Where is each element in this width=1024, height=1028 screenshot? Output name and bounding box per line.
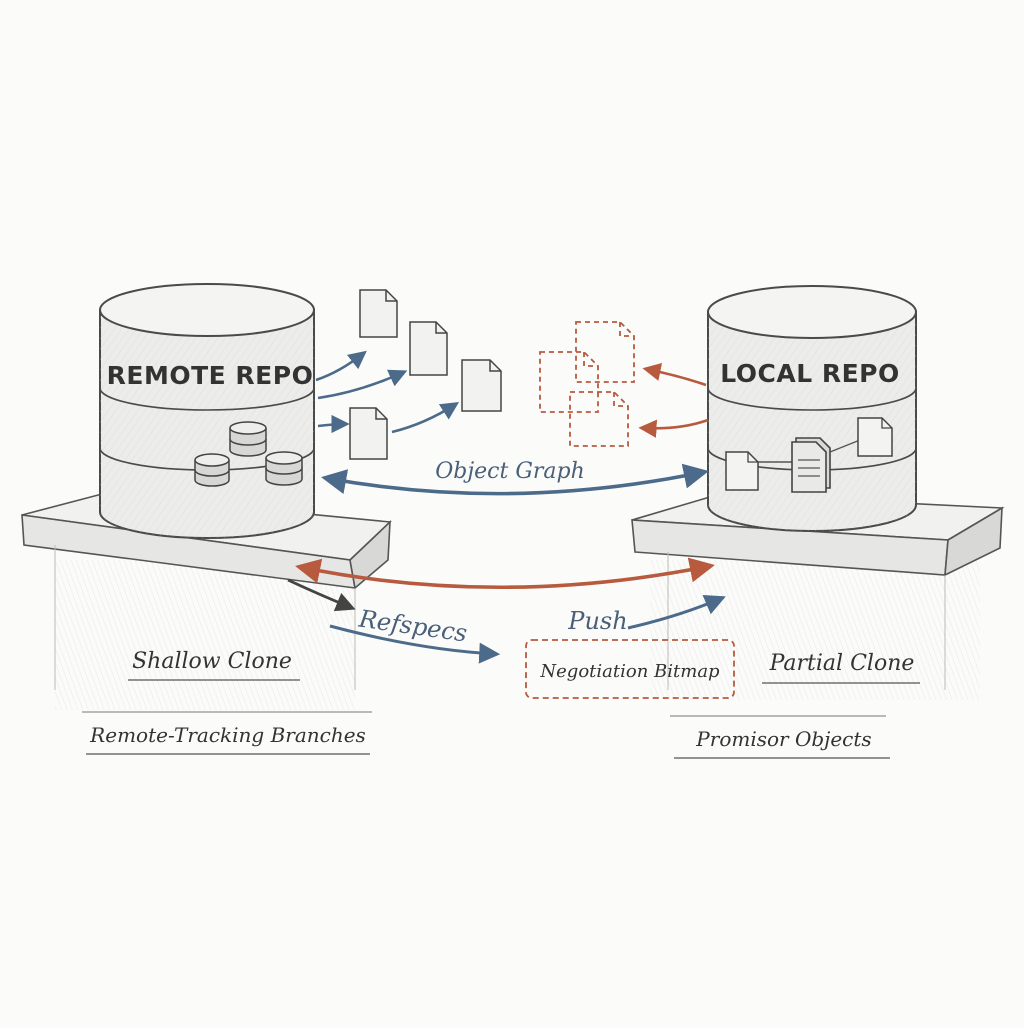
push-label: Push <box>567 607 627 635</box>
refspecs-arrow <box>329 624 501 664</box>
local-labels: Partial Clone Promisor Objects <box>670 651 920 759</box>
promisor-object-icons <box>539 321 635 447</box>
object-graph-arrow <box>321 463 709 496</box>
file-icon <box>359 289 398 338</box>
sync-arrow <box>295 557 715 590</box>
promisor-objects-label: Promisor Objects <box>695 727 871 751</box>
promisor-file-icon <box>569 391 629 447</box>
document-stack-icon <box>791 437 831 493</box>
document-icon <box>725 451 759 491</box>
push-arrow <box>627 594 726 630</box>
outgoing-object-icons <box>349 289 502 460</box>
remote-tracking-branches-label: Remote-Tracking Branches <box>89 723 366 747</box>
remote-repo-title: REMOTE REPO <box>107 361 314 390</box>
promisor-file-icon <box>575 321 635 383</box>
database-stack-icon <box>194 421 303 487</box>
file-icon <box>349 407 388 460</box>
shallow-clone-label: Shallow Clone <box>132 649 292 674</box>
lazy-fetch-arrows <box>638 363 709 438</box>
document-icon <box>857 417 893 457</box>
refspec-pointer-arrow <box>287 578 356 612</box>
file-icon <box>461 359 502 412</box>
negotiation-bitmap-label: Negotiation Bitmap <box>539 661 720 682</box>
refspecs-label: Refspecs <box>356 605 469 648</box>
local-repo-cylinder: LOCAL REPO <box>707 285 917 532</box>
remote-repo-cylinder: REMOTE REPO <box>99 283 315 539</box>
file-icon <box>409 321 448 376</box>
partial-clone-label: Partial Clone <box>769 651 915 676</box>
fetch-object-arrows <box>315 350 460 434</box>
remote-labels: Shallow Clone Remote-Tracking Branches <box>82 649 372 755</box>
local-repo-title: LOCAL REPO <box>720 359 900 388</box>
promisor-file-icon <box>539 351 599 413</box>
negotiation-bitmap-box: Negotiation Bitmap <box>525 639 735 699</box>
object-graph-label: Object Graph <box>435 459 585 484</box>
